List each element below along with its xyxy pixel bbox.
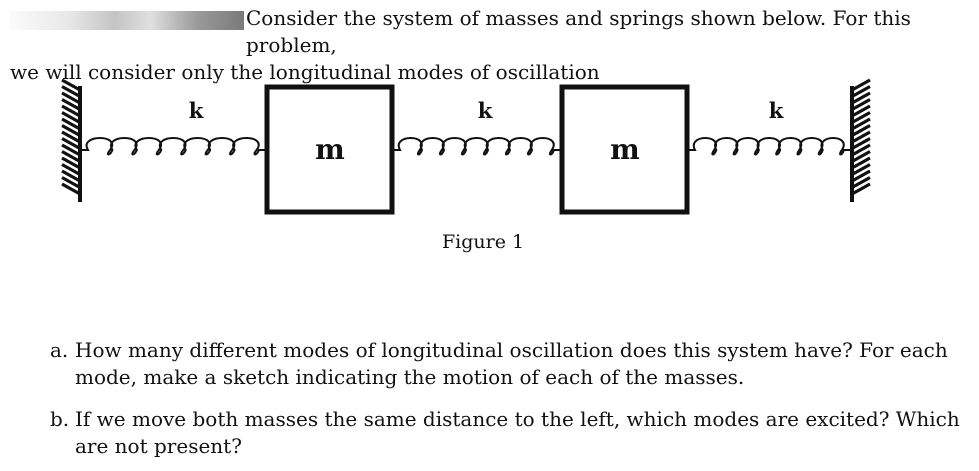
mass-label-2: m: [610, 133, 640, 166]
question-a-text: How many different modes of longitudinal…: [75, 338, 948, 389]
problem-intro: Consider the system of masses and spring…: [10, 5, 970, 86]
spring-2: [392, 137, 562, 156]
question-b: b. If we move both masses the same dista…: [50, 406, 965, 460]
right-wall: [850, 78, 871, 202]
question-a-label: a.: [50, 338, 69, 362]
left-wall: [61, 78, 82, 202]
spring-1: [80, 137, 267, 156]
spring-label-1: k: [189, 98, 204, 123]
question-a: a. How many different modes of longitudi…: [50, 337, 965, 391]
redacted-header: [10, 11, 244, 30]
question-b-text: If we move both masses the same distance…: [75, 407, 960, 458]
intro-line-1: Consider the system of masses and spring…: [246, 6, 911, 57]
mass-label-1: m: [315, 133, 345, 166]
spring-3: [687, 137, 852, 156]
figure-caption: Figure 1: [442, 231, 525, 253]
question-b-label: b.: [50, 407, 70, 431]
spring-label-2: k: [478, 98, 493, 123]
intro-line-2: we will consider only the longitudinal m…: [10, 60, 600, 84]
spring-label-3: k: [769, 98, 784, 123]
mass-block-2: m: [559, 84, 690, 215]
mass-spring-figure: k k k m m: [61, 78, 871, 215]
mass-block-1: m: [264, 84, 395, 215]
